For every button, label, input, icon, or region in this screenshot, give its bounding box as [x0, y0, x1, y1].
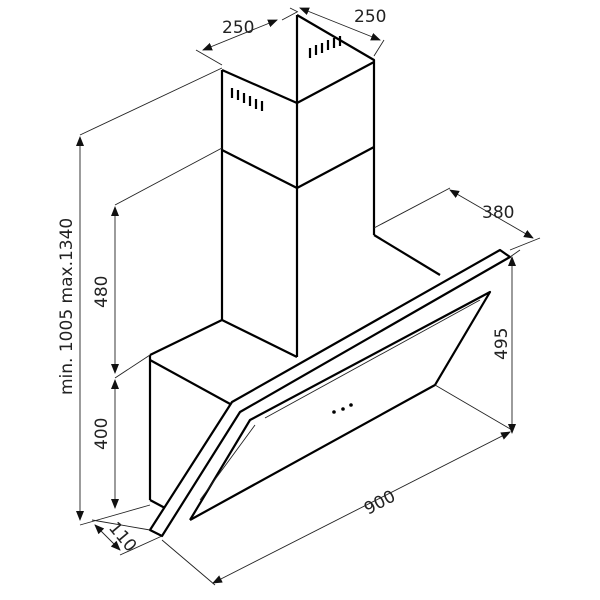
glass-panel [148, 248, 512, 538]
dim-chimney-height: 480 [92, 276, 112, 308]
vent-slots-left-icon [230, 88, 264, 111]
lower-chimney [220, 103, 375, 357]
dim-glass-height: 495 [492, 328, 512, 360]
hood-body [148, 234, 441, 509]
dimension-lines [76, 7, 541, 586]
dim-total-height: min. 1005 max.1340 [57, 218, 77, 395]
dim-chimney-width-left: 250 [222, 18, 254, 38]
dim-hood-depth: 380 [482, 203, 514, 223]
dim-bottom-depth: 110 [104, 518, 140, 556]
dim-body-height: 400 [92, 418, 112, 450]
vent-slots-right-icon [308, 36, 342, 58]
dim-chimney-width-right: 250 [354, 7, 386, 27]
control-buttons-icon [332, 403, 353, 414]
